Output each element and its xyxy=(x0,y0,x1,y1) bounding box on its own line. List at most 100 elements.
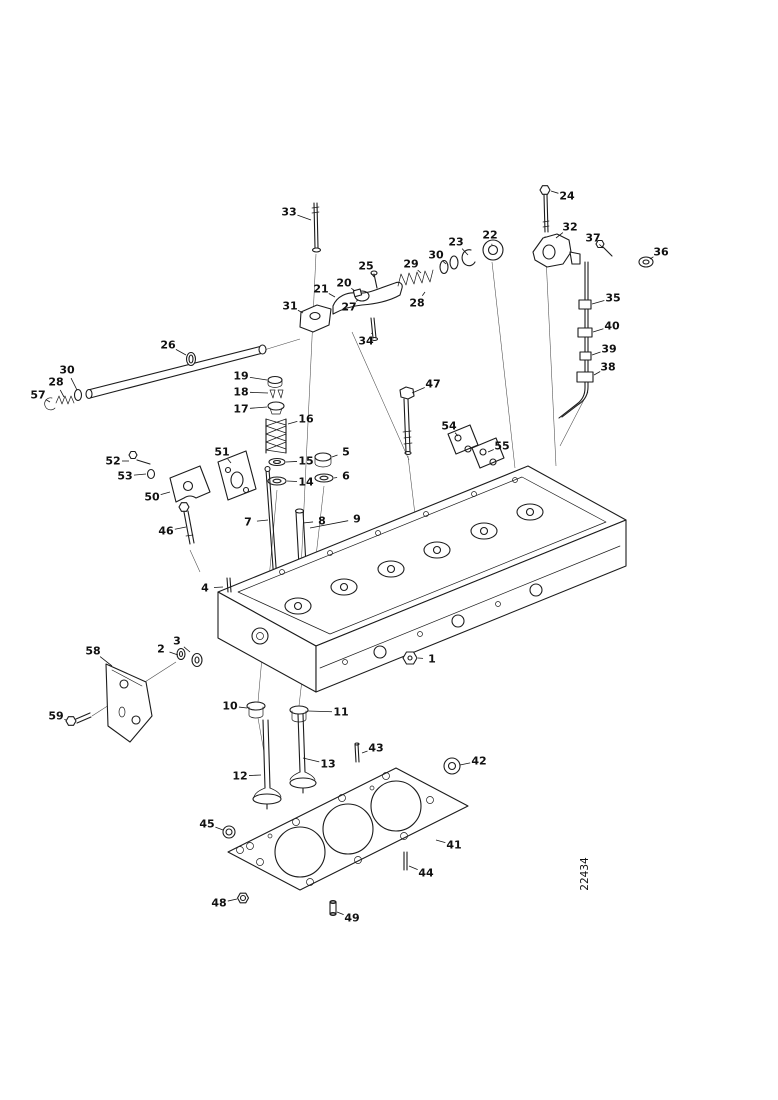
head-gasket xyxy=(227,767,469,891)
callout-28: 28 xyxy=(48,376,65,398)
oil-feed-pipe xyxy=(558,239,654,419)
leader-line xyxy=(487,449,494,453)
callout-36: 36 xyxy=(649,246,669,260)
leader-line xyxy=(213,586,224,588)
callout-14: 14 xyxy=(286,476,314,489)
callout-30: 30 xyxy=(428,249,447,265)
callout-6: 6 xyxy=(333,470,350,483)
leader-line xyxy=(238,706,248,709)
part-number-label: 50 xyxy=(144,491,160,504)
part-number-label: 28 xyxy=(409,297,424,310)
part-number-label: 3 xyxy=(173,635,181,648)
callout-47: 47 xyxy=(411,378,441,394)
callout-16: 16 xyxy=(287,413,314,426)
part-number-label: 10 xyxy=(222,700,238,713)
part-number-label: 57 xyxy=(30,389,45,402)
callout-33: 33 xyxy=(281,206,312,221)
callout-11: 11 xyxy=(307,706,349,719)
leader-line xyxy=(649,256,654,260)
part-number-label: 45 xyxy=(199,818,214,831)
callout-25: 25 xyxy=(358,260,375,278)
leader-line xyxy=(591,300,605,305)
callout-22: 22 xyxy=(482,229,498,246)
part-number-label: 19 xyxy=(233,370,248,383)
leader-line xyxy=(227,898,238,902)
leader-line xyxy=(408,865,418,870)
part-number-label: 47 xyxy=(425,378,440,391)
part-number-label: 5 xyxy=(342,446,350,459)
leader-line xyxy=(297,309,304,314)
callout-18: 18 xyxy=(233,386,269,399)
leader-line xyxy=(249,406,268,409)
part-number-label: 15 xyxy=(298,455,313,468)
callout-40: 40 xyxy=(592,320,620,333)
callout-53: 53 xyxy=(117,470,147,483)
part-number-label: 20 xyxy=(336,277,352,290)
side-bracket xyxy=(65,663,153,743)
leader-line xyxy=(461,248,469,256)
part-number-label: 30 xyxy=(428,249,444,262)
callout-39: 39 xyxy=(591,343,617,356)
part-number-label: 4 xyxy=(201,582,209,595)
leader-line xyxy=(169,651,179,656)
part-number-label: 35 xyxy=(605,292,620,305)
callout-5: 5 xyxy=(331,446,350,459)
part-number-label: 33 xyxy=(281,206,296,219)
part-number-label: 1 xyxy=(428,653,436,666)
part-number-label: 39 xyxy=(601,343,616,356)
part-number-label: 32 xyxy=(562,221,577,234)
leader-line xyxy=(307,710,333,713)
leader-line xyxy=(249,376,268,381)
callout-4: 4 xyxy=(201,582,224,595)
leader-line xyxy=(302,757,320,763)
part-number-label: 14 xyxy=(298,476,314,489)
part-number-label: 24 xyxy=(559,190,575,203)
leader-line xyxy=(160,491,171,495)
part-number-label: 2 xyxy=(157,643,165,656)
callout-58: 58 xyxy=(85,645,113,667)
callout-59: 59 xyxy=(48,710,67,723)
callout-43: 43 xyxy=(361,742,384,755)
part-number-label: 36 xyxy=(653,246,669,259)
leader-line xyxy=(454,432,459,437)
callout-20: 20 xyxy=(336,277,356,292)
callout-42: 42 xyxy=(459,755,487,768)
part-number-label: 46 xyxy=(158,525,174,538)
part-number-label: 51 xyxy=(214,446,229,459)
leader-line xyxy=(328,293,336,298)
part-number-label: 29 xyxy=(403,258,418,271)
part-number-label: 12 xyxy=(232,770,247,783)
callout-1: 1 xyxy=(417,653,436,666)
callout-50: 50 xyxy=(144,491,171,504)
leader-line xyxy=(174,526,187,530)
part-number-label: 55 xyxy=(494,440,509,453)
part-number-label: 9 xyxy=(353,513,361,526)
part-number-label: 40 xyxy=(604,320,620,333)
valve-spring-stack xyxy=(265,375,334,486)
leader-line xyxy=(287,421,298,425)
rocker-arm-assembly xyxy=(299,185,572,342)
rocker-shaft xyxy=(44,344,267,411)
callout-27: 27 xyxy=(341,299,359,314)
part-number-label: 16 xyxy=(298,413,314,426)
leader-line xyxy=(361,750,368,754)
callout-34: 34 xyxy=(358,332,374,348)
part-number-label: 7 xyxy=(244,516,252,529)
leader-line xyxy=(45,399,51,403)
part-number-label: 22 xyxy=(482,229,497,242)
part-number-label: 44 xyxy=(418,867,434,880)
callout-37: 37 xyxy=(585,232,604,249)
leader-line xyxy=(435,839,446,843)
callout-12: 12 xyxy=(232,770,262,783)
callout-3: 3 xyxy=(173,635,191,653)
callout-26: 26 xyxy=(160,339,187,356)
leader-line xyxy=(421,291,426,296)
leader-line xyxy=(442,260,447,265)
callout-44: 44 xyxy=(408,865,434,880)
callout-10: 10 xyxy=(222,700,248,713)
part-number-label: 49 xyxy=(344,912,359,925)
part-number-label: 13 xyxy=(320,758,335,771)
part-number-label: 6 xyxy=(342,470,350,483)
part-number-label: 52 xyxy=(105,455,120,468)
leader-line xyxy=(183,646,191,653)
